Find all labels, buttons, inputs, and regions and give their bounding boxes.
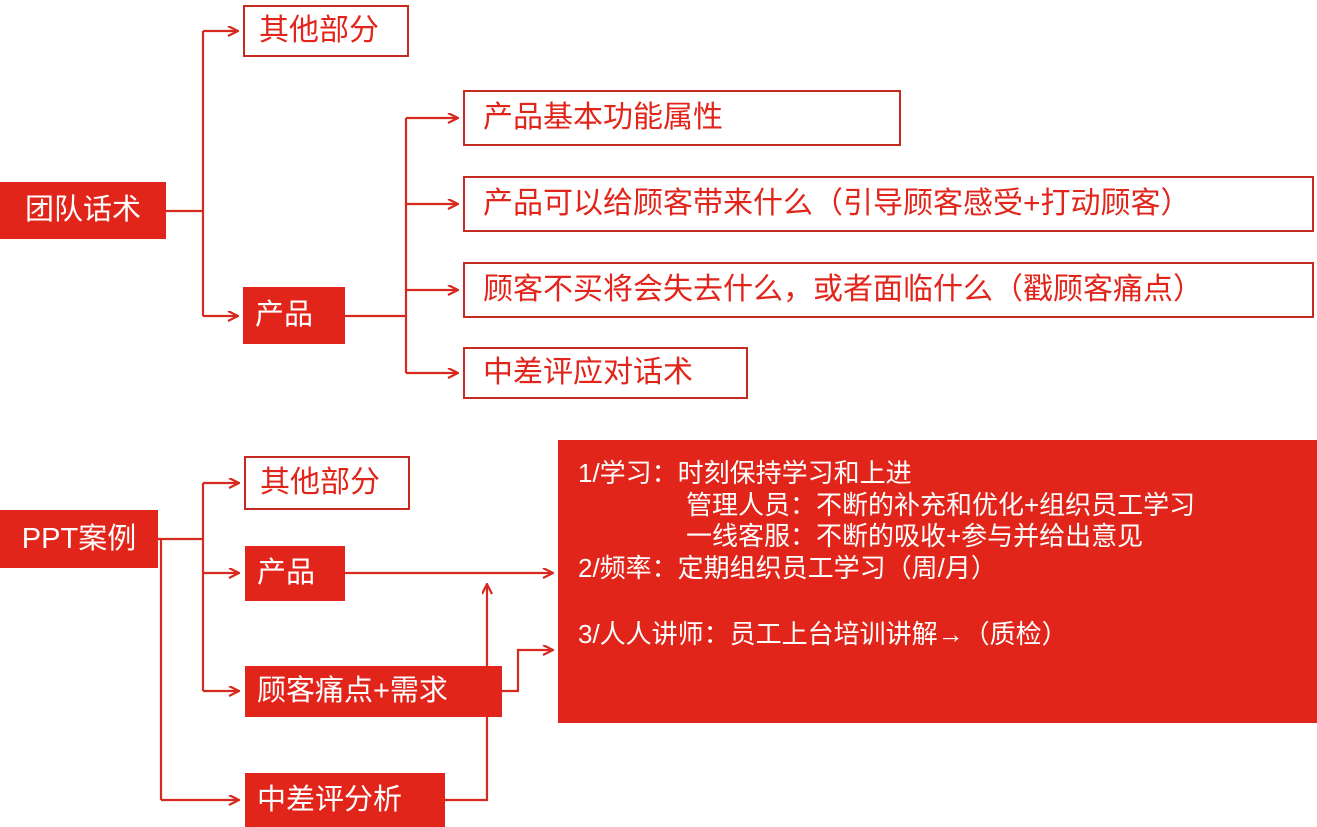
node-label: PPT案例 [21, 522, 137, 555]
detail-line-1: 1/学习：时刻保持学习和上进 [578, 458, 912, 488]
node-ppt-case[interactable]: PPT案例 [0, 510, 158, 568]
node-customer-pain[interactable]: 顾客不买将会失去什么，或者面临什么（戳顾客痛点） [463, 262, 1314, 318]
node-label: 团队话术 [24, 194, 141, 227]
detail-line-5: 3/人人讲师：员工上台培训讲解→（质检） [578, 618, 1068, 649]
node-label: 产品基本功能属性 [483, 101, 723, 135]
edge-pain-to-detail [502, 650, 552, 693]
node-review-response-script[interactable]: 中差评应对话术 [463, 347, 748, 399]
node-review-analysis[interactable]: 中差评分析 [245, 773, 445, 827]
node-label: 产品可以给顾客带来什么（引导顾客感受+打动顾客） [483, 187, 1191, 221]
panel-training-detail[interactable]: 1/学习：时刻保持学习和上进 管理人员：不断的补充和优化+组织员工学习 一线客服… [558, 440, 1317, 723]
node-label: 其他部分 [260, 466, 380, 500]
node-team-script[interactable]: 团队话术 [0, 182, 166, 239]
node-label: 产品 [255, 299, 314, 332]
node-customer-pain-needs[interactable]: 顾客痛点+需求 [245, 666, 502, 717]
detail-line-4: 2/频率：定期组织员工学习（周/月） [578, 553, 997, 584]
detail-line-3: 一线客服：不断的吸收+参与并给出意见 [686, 521, 1144, 552]
node-label: 中差评应对话术 [483, 356, 693, 390]
node-product-bottom[interactable]: 产品 [245, 546, 345, 601]
node-label: 其他部分 [259, 14, 379, 48]
node-other-part-bottom[interactable]: 其他部分 [244, 456, 410, 510]
node-other-part-top[interactable]: 其他部分 [243, 5, 409, 57]
node-product-benefits[interactable]: 产品可以给顾客带来什么（引导顾客感受+打动顾客） [463, 176, 1314, 232]
node-label: 产品 [257, 557, 316, 590]
node-label: 顾客不买将会失去什么，或者面临什么（戳顾客痛点） [483, 273, 1203, 307]
node-product-top[interactable]: 产品 [243, 287, 345, 344]
node-product-basic-features[interactable]: 产品基本功能属性 [463, 90, 901, 146]
node-label: 中差评分析 [257, 783, 403, 816]
node-label: 顾客痛点+需求 [257, 675, 448, 708]
detail-line-2: 管理人员：不断的补充和优化+组织员工学习 [686, 489, 1196, 520]
